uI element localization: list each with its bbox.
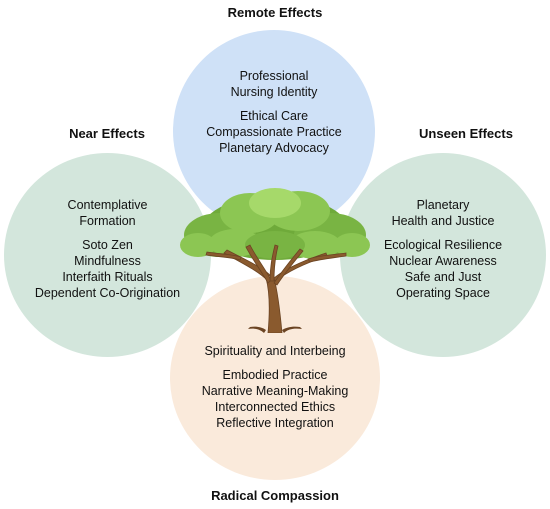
remote-effects-text: Professional Nursing Identity Ethical Ca… [173,68,375,156]
tree-roots [248,326,302,333]
list-item: Operating Space [396,286,490,300]
circle-heading: Professional Nursing Identity [173,68,375,100]
circle-heading: Planetary Health and Justice [340,197,546,229]
list-item: Soto Zen [82,238,133,252]
remote-effects-title: Remote Effects [227,5,323,20]
radical-compassion-title: Radical Compassion [211,488,339,503]
heading-line: Professional [239,69,309,83]
list-item: Nuclear Awareness [389,254,497,268]
list-item: Interconnected Ethics [214,400,336,414]
tree-trunk [205,244,347,333]
heading-line: Contemplative [67,198,148,212]
unseen-effects-circle [340,153,546,357]
heading-line: Nursing Identity [230,85,318,99]
near-effects-text: Contemplative Formation Soto Zen Mindful… [4,197,211,301]
list-item: Planetary Advocacy [219,141,329,155]
list-item: Embodied Practice [222,368,328,382]
list-item: Ecological Resilience [383,238,503,252]
list-item: Mindfulness [74,254,141,268]
unseen-effects-title: Unseen Effects [419,126,513,141]
unseen-effects-text: Planetary Health and Justice Ecological … [340,197,546,301]
list-item: Interfaith Rituals [62,270,153,284]
list-item: Ethical Care [239,109,309,123]
heading-line: Planetary [416,198,470,212]
list-item: Narrative Meaning-Making [201,384,349,398]
list-item: Reflective Integration [216,416,334,430]
list-item: Compassionate Practice [206,125,342,139]
radical-compassion-text: Spirituality and Interbeing Embodied Pra… [170,343,380,431]
near-effects-title: Near Effects [69,126,145,141]
heading-line: Formation [79,214,136,228]
list-item: Dependent Co-Origination [34,286,181,300]
heading-line: Spirituality and Interbeing [204,344,346,358]
circle-heading: Contemplative Formation [4,197,211,229]
heading-line: Health and Justice [391,214,495,228]
circle-heading: Spirituality and Interbeing [170,343,380,359]
near-effects-circle [4,153,211,357]
tree-icon [180,188,370,333]
list-item: Safe and Just [404,270,482,284]
